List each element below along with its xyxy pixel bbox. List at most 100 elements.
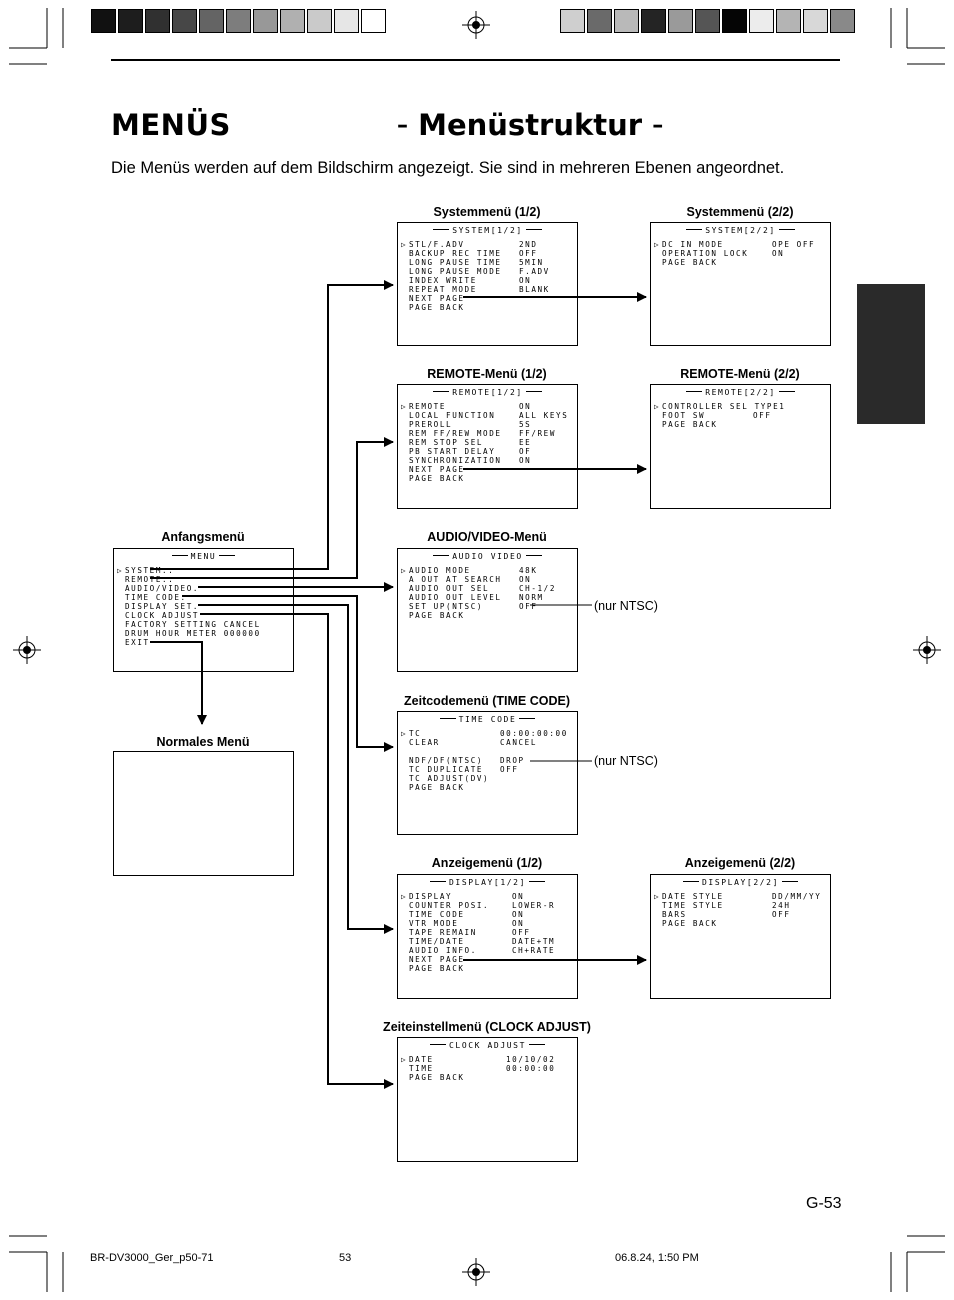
menu-item-label: CLOCK ADJUST	[125, 611, 200, 621]
menu-item-label: TIME CODE.	[125, 593, 187, 603]
menu-row: DRUM HOUR METER 000000	[117, 629, 289, 638]
audio-menu-label: AUDIO/VIDEO-Menü	[427, 530, 547, 544]
menu-item-value: F.ADV	[519, 267, 550, 277]
subtitle-text: Menüstruktur	[418, 108, 643, 142]
header-rule-left	[686, 229, 703, 230]
menu-item-value: OPE OFF	[772, 240, 816, 249]
clock-menu-label: Zeiteinstellmenü (CLOCK ADJUST)	[383, 1020, 591, 1034]
right-swatch	[803, 9, 828, 33]
menu-item-label: OPERATION LOCK	[662, 249, 749, 259]
color-bar-left	[91, 9, 386, 33]
menu-item-label: COUNTER POSI.	[409, 901, 490, 911]
menu-row: PAGE BACK	[654, 919, 826, 928]
menu-item-value: EE	[519, 438, 532, 448]
menu-row: ▷SYSTEM..	[117, 566, 289, 575]
header-rule-right	[778, 229, 795, 230]
menu-item-label: AUDIO/VIDEO.	[125, 584, 200, 594]
menu-item-label: AUDIO OUT SEL	[409, 584, 490, 594]
note-nur-ntsc-audio: (nur NTSC)	[594, 599, 658, 613]
header-rule	[111, 59, 840, 61]
menu-row: PAGE BACK	[654, 420, 826, 429]
menu-item-label: PAGE BACK	[409, 303, 465, 313]
menu-item-label: FOOT SW	[662, 411, 706, 421]
menu-item-label: TIME CODE	[409, 910, 465, 920]
section-tab	[857, 284, 925, 424]
registration-mark-left	[13, 636, 41, 664]
menu-header-text: SYSTEM[2/2]	[705, 226, 776, 235]
footer-date: 06.8.24, 1:50 PM	[615, 1252, 699, 1264]
menu-row: PAGE BACK	[654, 258, 826, 267]
menu-row: FACTORY SETTING CANCEL	[117, 620, 289, 629]
header-rule-left	[433, 391, 450, 392]
header-rule-right	[529, 1044, 545, 1045]
start-menu-items: ▷SYSTEM..REMOTE..AUDIO/VIDEO.TIME CODE.D…	[117, 566, 289, 647]
menu-item-value: ON	[512, 892, 525, 901]
cursor-triangle-icon: ▷	[401, 240, 408, 249]
menu-row: TIME CODE.	[117, 593, 289, 602]
menu-item-label: BARS	[662, 910, 687, 920]
color-bar-right	[560, 9, 855, 33]
menu-item-value: 2ND	[519, 240, 538, 249]
menu-item-value: 24H	[772, 901, 791, 911]
menu-item-value: 10/10/02	[506, 1055, 556, 1064]
header-rule-right	[525, 391, 542, 392]
menu-item-label: SYNCHRONIZATION	[409, 456, 502, 466]
menu-item-label: PAGE BACK	[409, 783, 465, 793]
menu-row: NEXT PAGE	[401, 465, 573, 474]
menu-item-label: TC ADJUST(DV)	[409, 774, 490, 784]
left-swatch	[145, 9, 170, 33]
header-rule-left	[683, 881, 699, 882]
menu-item-label: NEXT PAGE	[409, 955, 465, 965]
menu-item-label: SET UP(NTSC)	[409, 602, 484, 612]
menu-item-value: OF	[519, 447, 532, 457]
cursor-triangle-icon: ▷	[401, 566, 408, 575]
menu-row: NEXT PAGE	[401, 955, 573, 964]
menu-row: PAGE BACK	[401, 1073, 573, 1082]
footer-filename: BR-DV3000_Ger_p50-71	[90, 1252, 214, 1264]
menu-item-label: TIME STYLE	[662, 901, 724, 911]
menu-row: PAGE BACK	[401, 964, 573, 973]
registration-mark-top	[462, 11, 490, 39]
header-rule-left	[430, 881, 446, 882]
menu-item-label: LOCAL FUNCTION	[409, 411, 496, 421]
menu-item-label: BACKUP REC TIME	[409, 249, 502, 259]
start-menu-header: MENU	[114, 552, 293, 561]
menu-item-label: AUDIO MODE	[409, 566, 471, 575]
left-swatch	[253, 9, 278, 33]
menu-item-value: CH+RATE	[512, 946, 556, 956]
header-rule-right	[529, 881, 545, 882]
left-swatch	[226, 9, 251, 33]
menu-item-label: DATE	[409, 1055, 434, 1064]
right-swatch	[749, 9, 774, 33]
page-title: MENÜS	[111, 108, 231, 142]
menu-item-label: LONG PAUSE TIME	[409, 258, 502, 268]
menu-row: PAGE BACK	[401, 783, 573, 792]
menu-header-text: CLOCK ADJUST	[449, 1041, 526, 1050]
menu-row: EXIT	[117, 638, 289, 647]
connector-system	[150, 280, 394, 570]
menu-item-label: REPEAT MODE	[409, 285, 477, 295]
